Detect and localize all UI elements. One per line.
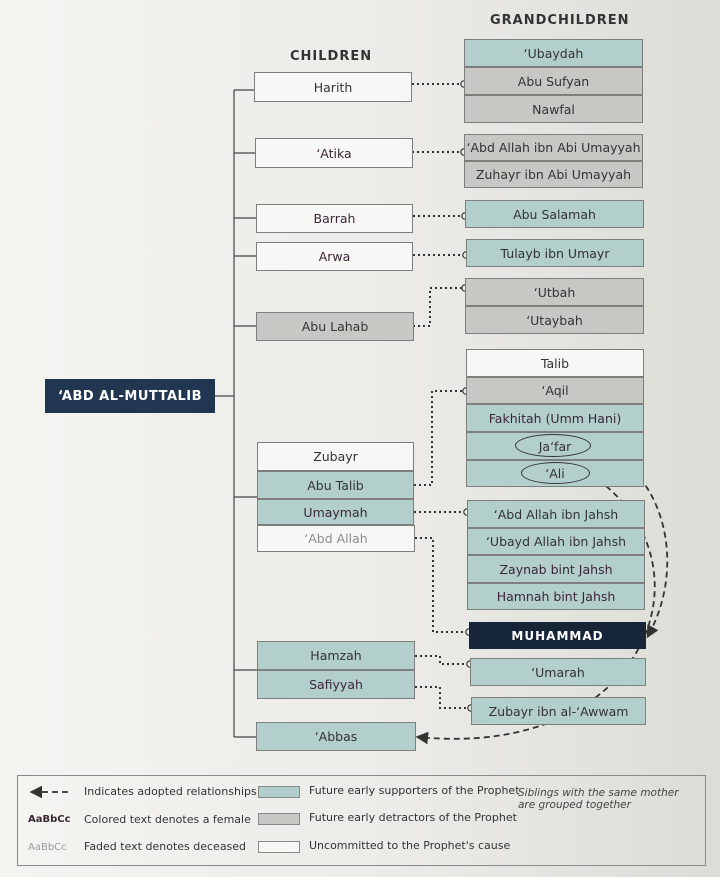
children-header: CHILDREN — [290, 49, 373, 64]
grandchild-utaybah: ‘Utaybah — [465, 306, 644, 334]
grandchild-ubayd-allah-ibn-jahsh: ‘Ubayd Allah ibn Jahsh — [467, 528, 645, 555]
legend-female-sample: AaBbCc — [28, 814, 71, 825]
legend-siblings-note: Siblings with the same mother are groupe… — [518, 787, 679, 811]
child-umaymah: Umaymah — [257, 499, 414, 525]
legend-deceased-sample: AaBbCc — [28, 842, 67, 853]
legend-siblings-note-line-1: Siblings with the same mother — [518, 787, 679, 799]
child-abd-allah: ‘Abd Allah — [257, 525, 415, 552]
grandchild-abd-allah-ibn-jahsh: ‘Abd Allah ibn Jahsh — [467, 500, 645, 528]
legend-deceased-label: Faded text denotes deceased — [84, 840, 247, 853]
grandchild-aqil: ‘Aqil — [466, 377, 644, 404]
grandchild-tulayb-ibn-umayr: Tulayb ibn Umayr — [466, 239, 644, 267]
grandchild-zaynab-bint-jahsh: Zaynab bint Jahsh — [467, 555, 645, 583]
legend-female-label: Colored text denotes a female — [84, 813, 251, 826]
legend-adopted-label: Indicates adopted relationships — [84, 785, 257, 798]
tree-branches — [215, 89, 257, 738]
child-atika: ‘Atika — [255, 138, 413, 168]
grandchild-umarah: ‘Umarah — [470, 658, 646, 686]
descent-links — [412, 83, 471, 709]
grandchild-nawfal: Nawfal — [464, 95, 643, 123]
legend-supporters-label: Future early supporters of the Prophet — [309, 784, 520, 797]
grandchild-zubayr-ibn-al-awwam: Zubayr ibn al-‘Awwam — [471, 697, 646, 725]
grandchild-fakhitah: Fakhitah (Umm Hani) — [466, 404, 644, 432]
legend-supporter-swatch — [258, 786, 300, 798]
grandchild-utbah: ‘Utbah — [465, 278, 644, 306]
legend-uncommitted-swatch — [258, 841, 300, 853]
grandchild-hamnah-bint-jahsh: Hamnah bint Jahsh — [467, 583, 645, 610]
grandchild-talib: Talib — [466, 349, 644, 377]
child-abu-talib: Abu Talib — [257, 471, 414, 499]
child-arwa: Arwa — [256, 242, 413, 271]
child-barrah: Barrah — [256, 204, 413, 233]
grandchild-abu-salamah: Abu Salamah — [465, 200, 644, 228]
legend: Indicates adopted relationships AaBbCc C… — [17, 775, 706, 866]
child-safiyyah: Safiyyah — [257, 670, 415, 699]
grandchild-ubaydah: ‘Ubaydah — [464, 39, 643, 67]
child-harith: Harith — [254, 72, 412, 102]
grandchild-abu-sufyan: Abu Sufyan — [464, 67, 643, 95]
child-hamzah: Hamzah — [257, 641, 415, 670]
legend-siblings-note-line-2: are grouped together — [518, 799, 631, 811]
grandchild-zuhayr-ibn-abi-umayyah: Zuhayr ibn Abi Umayyah — [464, 161, 643, 188]
root-person-box: ‘ABD AL-MUTTALIB — [45, 379, 215, 413]
child-abu-lahab: Abu Lahab — [256, 312, 414, 341]
ali-highlight-oval — [521, 462, 590, 484]
legend-detractors-label: Future early detractors of the Prophet — [309, 811, 517, 824]
jafar-highlight-oval — [515, 434, 591, 457]
child-abbas: ‘Abbas — [256, 722, 416, 751]
child-zubayr: Zubayr — [257, 442, 414, 471]
legend-detractor-swatch — [258, 813, 300, 825]
prophet-box: MUHAMMAD — [469, 622, 646, 649]
grandchildren-header: GRANDCHILDREN — [490, 13, 630, 28]
legend-uncommitted-label: Uncommitted to the Prophet's cause — [309, 839, 511, 852]
grandchild-abd-allah-ibn-abi-umayyah: ‘Abd Allah ibn Abi Umayyah — [464, 134, 643, 161]
